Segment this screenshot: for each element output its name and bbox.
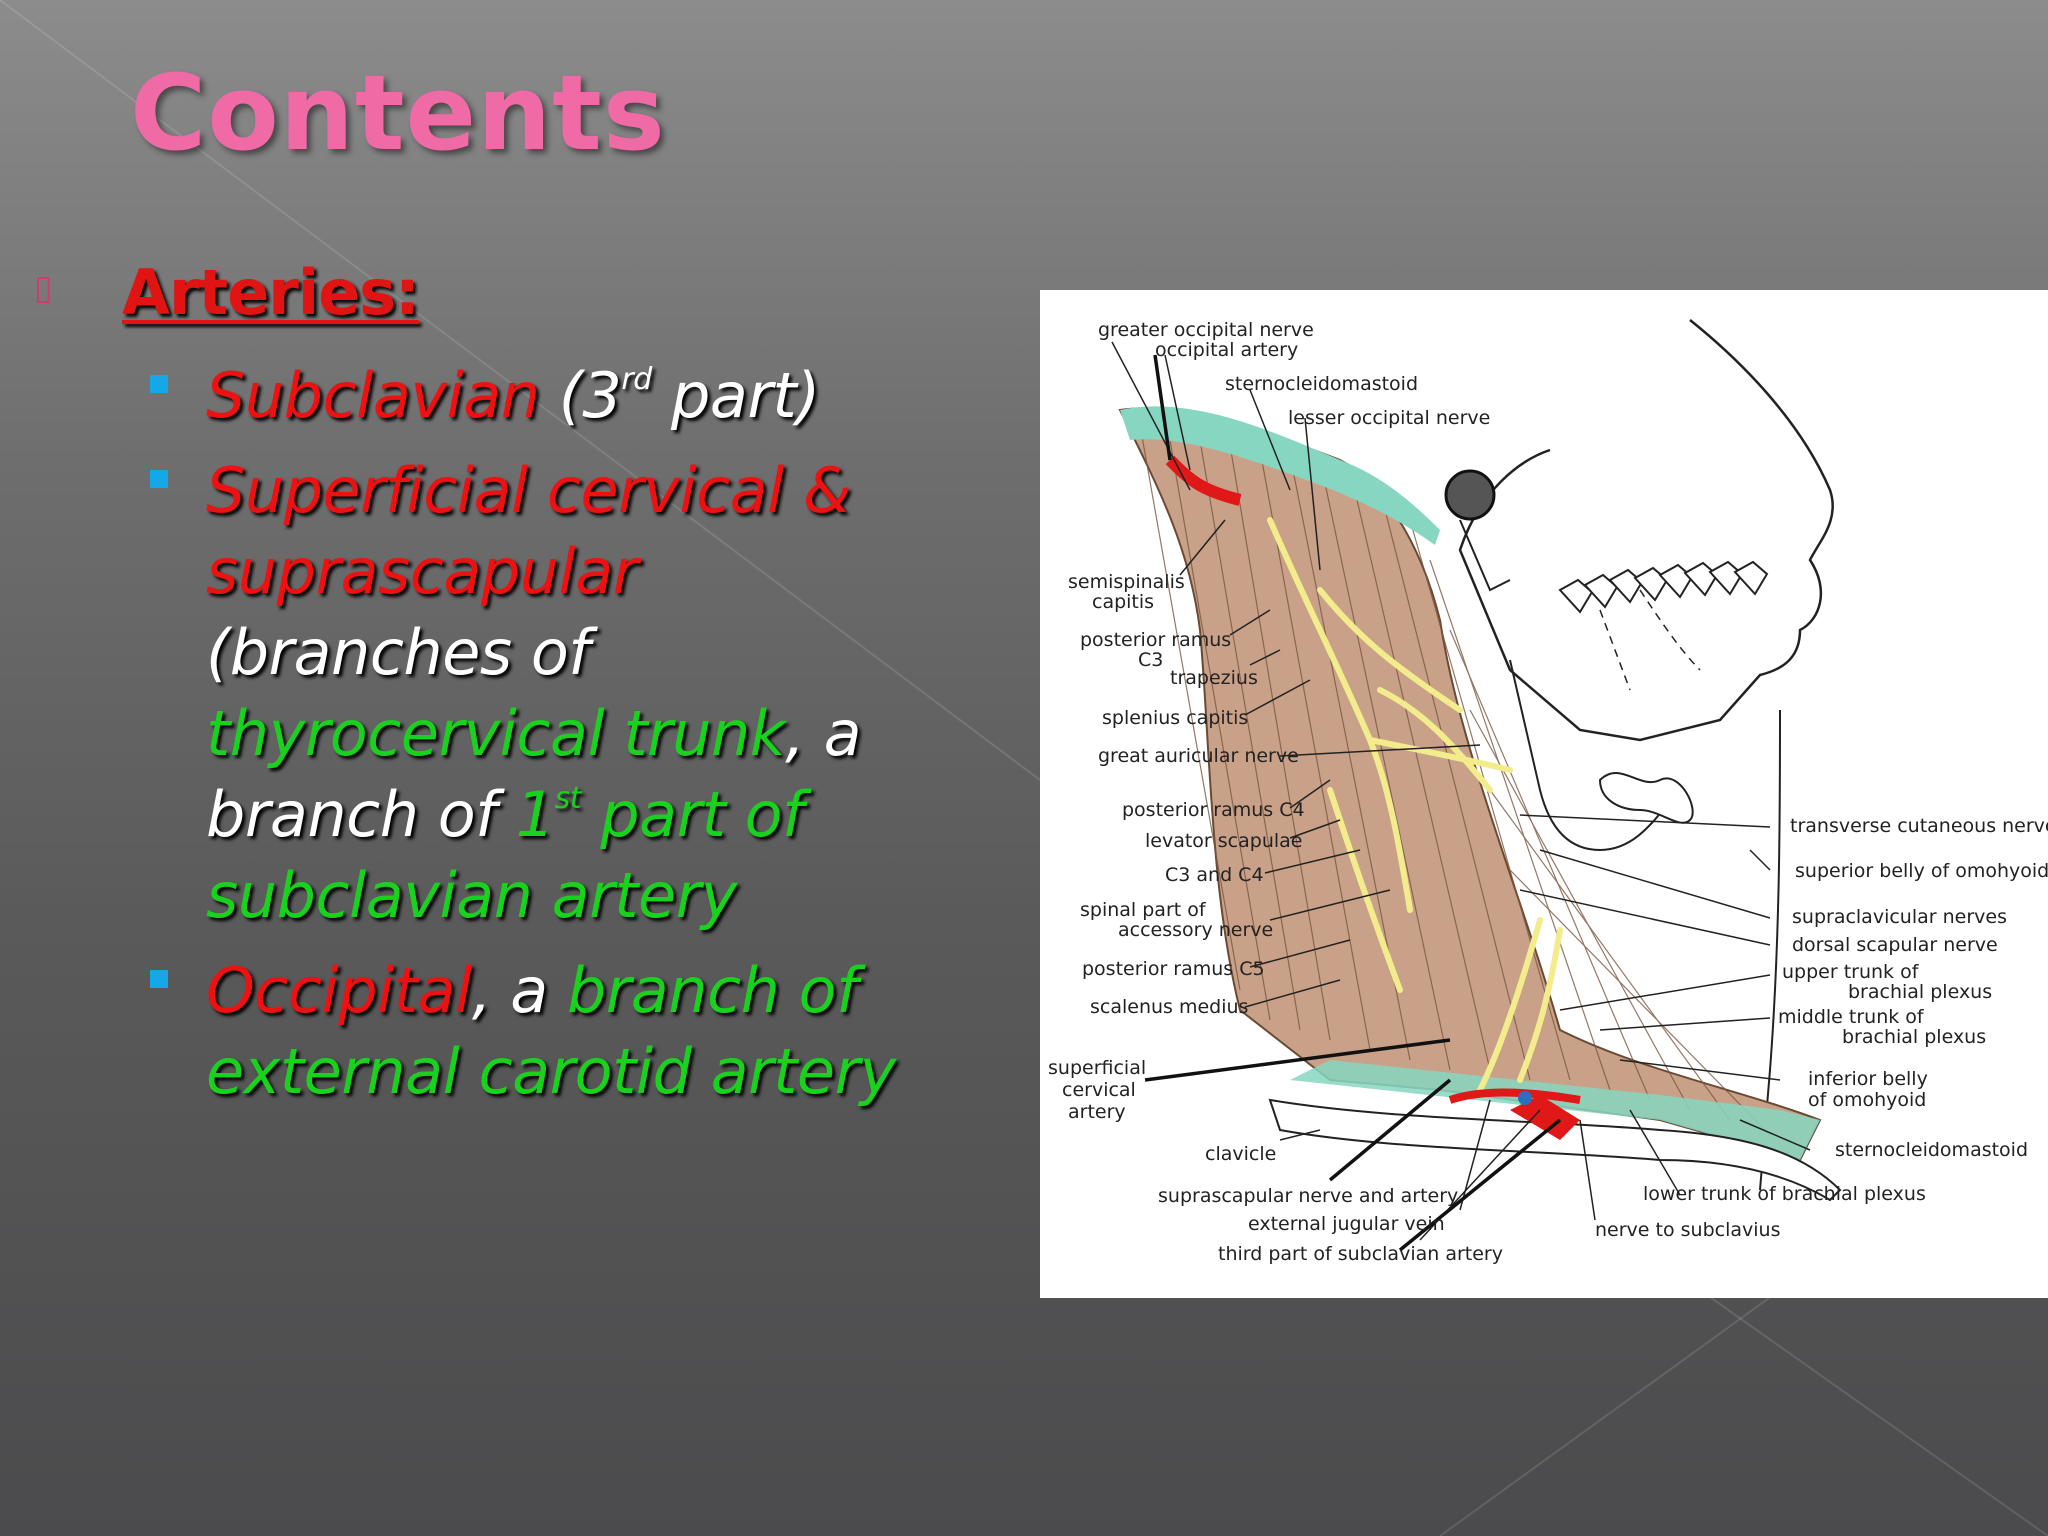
label-supraclavicular: supraclavicular nerves	[1792, 906, 2007, 928]
label-posterior-ramus-c3: posterior ramus	[1080, 629, 1231, 651]
label-splenius-capitis: splenius capitis	[1102, 707, 1248, 729]
item-text-run: part)	[651, 359, 820, 432]
label-posterior-ramus-c5: posterior ramus C5	[1082, 958, 1265, 980]
item-text-run: st	[554, 781, 582, 816]
label-semispinalis-capitis: capitis	[1092, 591, 1154, 613]
label-posterior-ramus-c3-num: C3	[1138, 649, 1163, 671]
item-text-run: , a	[471, 954, 567, 1027]
label-lower-trunk: lower trunk of brachial plexus	[1643, 1183, 1926, 1205]
label-superior-belly: superior belly of omohyoid	[1795, 860, 2048, 882]
item-text-run: rd	[621, 362, 652, 397]
label-superficial: superficial	[1048, 1057, 1146, 1079]
label-spinal-part: spinal part of	[1080, 899, 1207, 921]
label-external-jugular-vein: external jugular vein	[1248, 1213, 1445, 1235]
label-posterior-ramus-c4: posterior ramus C4	[1122, 799, 1305, 821]
label-scalenus-medius: scalenus medius	[1090, 996, 1248, 1018]
label-upper-trunk-plexus: brachial plexus	[1848, 981, 1992, 1003]
section-bullet-icon: ▯	[34, 268, 53, 308]
label-semispinalis: semispinalis	[1068, 571, 1185, 593]
item-text-run: (branches of	[206, 616, 590, 689]
label-clavicle: clavicle	[1205, 1143, 1276, 1165]
item-text-run: part of subclavian artery	[206, 778, 804, 932]
label-inferior-belly: inferior belly	[1808, 1068, 1928, 1090]
bullet-square-icon	[150, 970, 168, 988]
artery-list: Subclavian (3rd part) Superficial cervica…	[150, 355, 910, 1112]
item-text-run: , a branch of	[206, 697, 862, 851]
label-sternocleidomastoid-top: sternocleidomastoid	[1225, 373, 1418, 395]
label-trapezius: trapezius	[1170, 667, 1258, 689]
artery-item: Occipital, a branch of external carotid …	[150, 950, 910, 1112]
item-text-run: Occipital	[206, 954, 472, 1027]
section-heading: Arteries:	[122, 256, 420, 329]
label-levator-scapulae: levator scapulae	[1145, 830, 1302, 852]
item-text-run: branch of external carotid artery	[206, 954, 896, 1108]
item-text-run: Superficial cervical & suprascapular	[206, 454, 851, 608]
artery-item: Superficial cervical & suprascapular (br…	[150, 450, 910, 936]
item-text-run: thyrocervical trunk	[206, 697, 786, 770]
label-dorsal-scapular: dorsal scapular nerve	[1792, 934, 1998, 956]
label-middle-trunk-plexus: brachial plexus	[1842, 1026, 1986, 1048]
label-third-part-subclavian: third part of subclavian artery	[1218, 1243, 1503, 1265]
label-great-auricular-nerve: great auricular nerve	[1098, 745, 1299, 767]
label-suprascapular: suprascapular nerve and artery	[1158, 1185, 1458, 1207]
label-lesser-occipital-nerve: lesser occipital nerve	[1288, 407, 1490, 429]
label-accessory-nerve: accessory nerve	[1118, 919, 1273, 941]
label-c3-c4: C3 and C4	[1165, 864, 1264, 886]
label-cervical: cervical	[1062, 1079, 1136, 1101]
item-text-run: Subclavian	[206, 359, 540, 432]
label-greater-occipital-nerve: greater occipital nerve	[1098, 319, 1314, 341]
label-upper-trunk: upper trunk of	[1782, 961, 1920, 983]
label-of-omohyoid: of omohyoid	[1808, 1089, 1926, 1111]
bullet-square-icon	[150, 470, 168, 488]
neck-anatomy-figure: greater occipital nerve occipital artery…	[1040, 290, 2048, 1298]
slide-title: Contents	[130, 52, 666, 174]
label-nerve-to-subclavius: nerve to subclavius	[1595, 1219, 1780, 1241]
label-transverse-cutaneous: transverse cutaneous nerve	[1790, 815, 2048, 837]
label-occipital-artery: occipital artery	[1155, 339, 1298, 361]
item-text-run: 1	[515, 778, 555, 851]
anatomy-illustration: greater occipital nerve occipital artery…	[1048, 319, 2048, 1265]
label-artery: artery	[1068, 1101, 1126, 1123]
item-text-run: (3	[539, 359, 622, 432]
label-sternocleidomastoid-bottom: sternocleidomastoid	[1835, 1139, 2028, 1161]
artery-item: Subclavian (3rd part)	[150, 355, 910, 436]
bullet-square-icon	[150, 375, 168, 393]
label-middle-trunk: middle trunk of	[1778, 1006, 1925, 1028]
